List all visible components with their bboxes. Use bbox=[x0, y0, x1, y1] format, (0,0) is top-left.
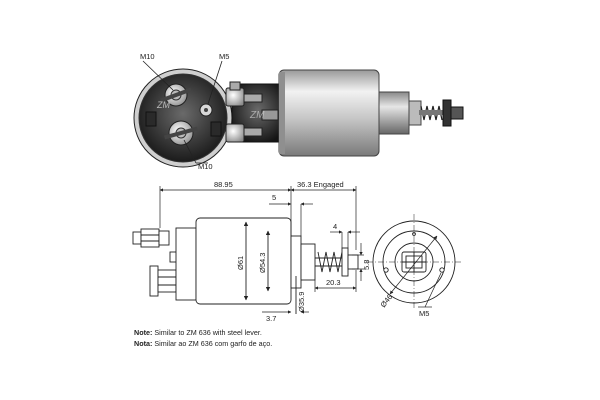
note-pt: Nota: Similar ao ZM 636 com garfo de aço… bbox=[134, 338, 272, 349]
lower-stud-icon bbox=[164, 120, 198, 146]
dim-flange-thickness: 3.7 bbox=[266, 314, 276, 323]
callout-m10-top: M10 bbox=[140, 52, 155, 61]
dim-flange-offset: 5 bbox=[272, 193, 276, 202]
note-en-label: Note: bbox=[134, 328, 153, 337]
small-terminal-icon bbox=[199, 103, 213, 117]
dim-nose-diameter: Ø35.9 bbox=[297, 292, 306, 312]
dim-inner-diameter: Ø54.3 bbox=[258, 253, 267, 273]
dim-plunger-offset: 4 bbox=[333, 222, 337, 231]
svg-text:ZM: ZM bbox=[249, 110, 265, 121]
callout-m10-bottom: M10 bbox=[198, 162, 213, 171]
svg-text:ZM: ZM bbox=[156, 100, 170, 110]
dim-stroke: 20.3 bbox=[326, 278, 341, 287]
dim-overall-length: 88.95 bbox=[214, 180, 233, 189]
note-en: Note: Similar to ZM 636 with steel lever… bbox=[134, 327, 272, 338]
notes-block: Note: Similar to ZM 636 with steel lever… bbox=[134, 327, 272, 349]
dim-body-diameter: Ø61 bbox=[236, 256, 245, 270]
dim-face-thread: M5 bbox=[419, 309, 429, 318]
upper-stud-icon bbox=[160, 83, 192, 107]
dim-engaged: 36.3 Engaged bbox=[297, 180, 344, 189]
dim-pin-length: 5.8 bbox=[362, 260, 371, 270]
side-view-photo: ZM bbox=[225, 69, 464, 157]
note-pt-text: Similar ao ZM 636 com garfo de aço. bbox=[154, 339, 273, 348]
callout-m5-top: M5 bbox=[219, 52, 229, 61]
end-view-photo: ZM bbox=[133, 68, 233, 168]
end-view-callouts bbox=[142, 60, 223, 164]
note-pt-label: Nota: bbox=[134, 339, 153, 348]
note-en-text: Similar to ZM 636 with steel lever. bbox=[154, 328, 262, 337]
technical-front-drawing bbox=[367, 214, 461, 310]
dimension-lines bbox=[159, 186, 364, 314]
technical-side-drawing bbox=[132, 217, 359, 314]
